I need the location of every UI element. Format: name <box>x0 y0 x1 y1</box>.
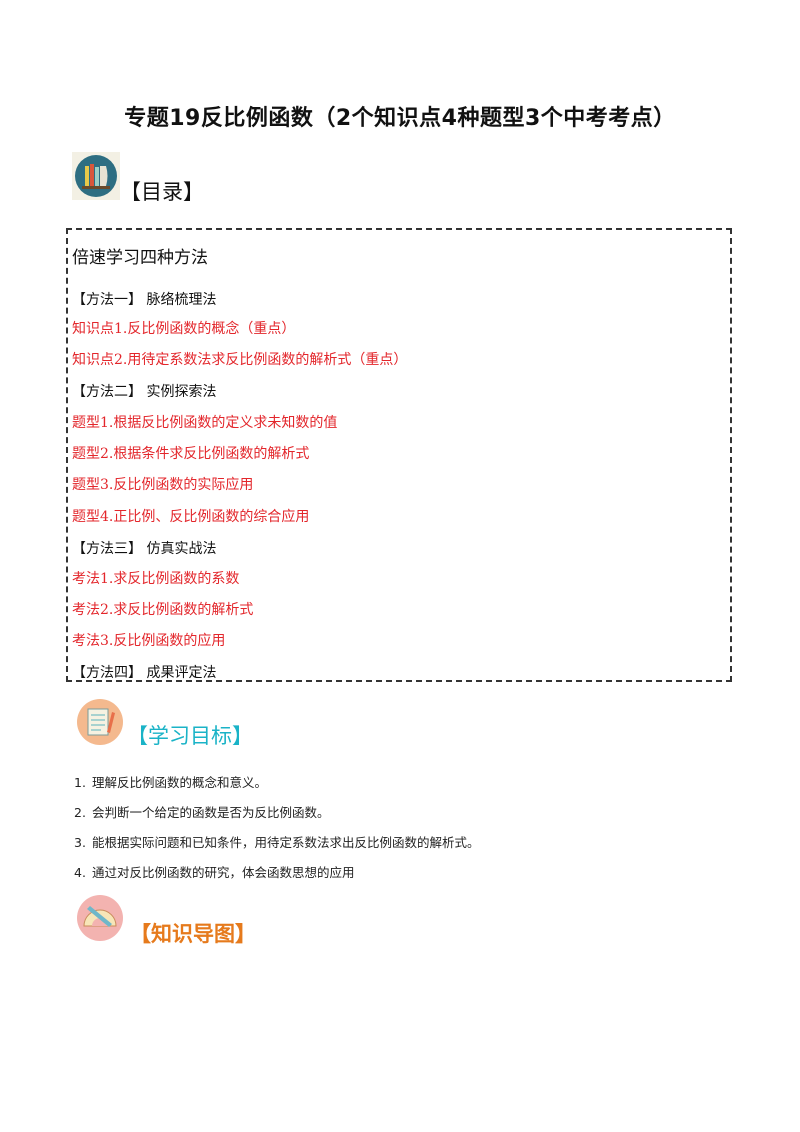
protractor-icon <box>77 895 123 941</box>
goal-item: 3. 能根据实际问题和已知条件，用待定系数法求出反比例函数的解析式。 <box>74 832 480 851</box>
goal-item: 4. 通过对反比例函数的研究，体会函数思想的应用 <box>74 862 355 881</box>
goal-item: 1. 理解反比例函数的概念和意义。 <box>74 772 267 791</box>
goal-number: 4. <box>74 865 86 880</box>
toc-method-2[interactable]: 【方法二】 实例探索法 <box>72 384 217 400</box>
toc-title: 倍速学习四种方法 <box>72 248 208 268</box>
notebook-icon <box>77 699 123 745</box>
goal-number: 3. <box>74 835 86 850</box>
toc-type-1[interactable]: 题型1.根据反比例函数的定义求未知数的值 <box>72 415 338 431</box>
goal-item: 2. 会判断一个给定的函数是否为反比例函数。 <box>74 802 330 821</box>
goal-number: 2. <box>74 805 86 820</box>
goals-heading: 【学习目标】 <box>127 724 253 748</box>
goal-text: 能根据实际问题和已知条件，用待定系数法求出反比例函数的解析式。 <box>92 835 480 850</box>
toc-heading: 【目录】 <box>120 180 204 204</box>
goal-text: 理解反比例函数的概念和意义。 <box>92 775 268 790</box>
goal-text: 通过对反比例函数的研究，体会函数思想的应用 <box>92 865 355 880</box>
toc-exam-2[interactable]: 考法2.求反比例函数的解析式 <box>72 602 254 618</box>
toc-method-1[interactable]: 【方法一】 脉络梳理法 <box>72 292 217 308</box>
map-heading: 【知识导图】 <box>130 921 256 946</box>
toc-type-3[interactable]: 题型3.反比例函数的实际应用 <box>72 477 254 493</box>
page-title: 专题19反比例函数（2个知识点4种题型3个中考考点） <box>124 106 676 131</box>
books-icon <box>72 152 120 200</box>
toc-exam-1[interactable]: 考法1.求反比例函数的系数 <box>72 571 240 587</box>
toc-type-4[interactable]: 题型4.正比例、反比例函数的综合应用 <box>72 509 310 525</box>
toc-box <box>66 228 732 682</box>
goal-text: 会判断一个给定的函数是否为反比例函数。 <box>92 805 330 820</box>
toc-knowledge-1[interactable]: 知识点1.反比例函数的概念（重点） <box>72 321 296 337</box>
goal-number: 1. <box>74 775 86 790</box>
toc-type-2[interactable]: 题型2.根据条件求反比例函数的解析式 <box>72 446 310 462</box>
toc-method-4[interactable]: 【方法四】 成果评定法 <box>72 665 217 681</box>
toc-knowledge-2[interactable]: 知识点2.用待定系数法求反比例函数的解析式（重点） <box>72 352 408 368</box>
toc-method-3[interactable]: 【方法三】 仿真实战法 <box>72 541 217 557</box>
toc-exam-3[interactable]: 考法3.反比例函数的应用 <box>72 633 226 649</box>
